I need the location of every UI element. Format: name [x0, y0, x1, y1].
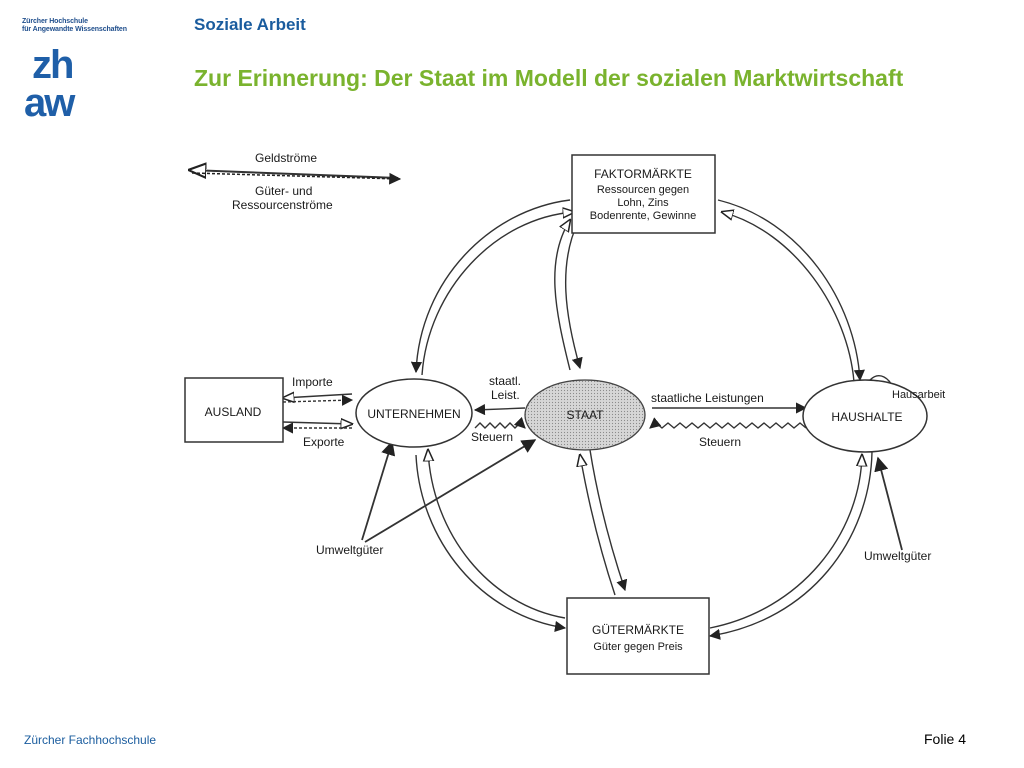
env-to-state [364, 439, 537, 543]
label-imports: Importe [292, 375, 333, 389]
foreign-trade-flows [282, 394, 354, 434]
label-housework: Hausarbeit [892, 389, 945, 401]
companies-title: UNTERNEHMEN [367, 407, 460, 421]
flow-imports-goods [283, 394, 353, 398]
node-goods-markets: GÜTERMÄRKTE Güter gegen Preis [566, 597, 710, 675]
flow-exports-goods [282, 422, 352, 424]
footer-institution: Zürcher Fachhochschule [24, 733, 157, 747]
arc-households-to-goods [708, 451, 873, 640]
label-state-services: staatliche Leistungen [651, 391, 764, 405]
legend-goods-line [190, 170, 399, 178]
label-exports: Exporte [303, 435, 345, 449]
flow-labels: Importe Exporte staatl. Leist. Steuern s… [292, 374, 945, 563]
factor-markets-line1: Ressourcen gegen [597, 184, 689, 196]
section-title: Soziale Arbeit [194, 15, 306, 34]
arc-goods-to-households [709, 455, 862, 629]
flow-taxes-households [649, 417, 807, 429]
env-to-households [874, 456, 903, 551]
flow-state-services-companies [473, 404, 526, 416]
factor-markets-line3: Bodenrente, Gewinne [590, 210, 696, 222]
foreign-title: AUSLAND [205, 405, 262, 419]
node-factor-markets: FAKTORMÄRKTE Ressourcen gegen Lohn, Zins… [571, 154, 716, 234]
node-households: HAUSHALTE [802, 379, 928, 453]
label-taxes-companies: Steuern [471, 430, 513, 444]
circular-flows [410, 199, 873, 640]
environment-flows [361, 375, 903, 551]
arc-companies-to-goods [415, 454, 567, 633]
legend-goods-label-1: Güter- und [255, 184, 312, 198]
households-title: HAUSHALTE [831, 410, 902, 424]
factor-markets-title: FAKTORMÄRKTE [594, 167, 692, 181]
circular-flow-diagram: Geldströme Güter- und Ressourcenströme [184, 151, 945, 675]
institution-line-1: Zürcher Hochschule [22, 18, 88, 25]
flow-state-to-goods [589, 449, 628, 592]
label-state-services-short-2: Leist. [491, 388, 520, 402]
arc-companies-to-factor [421, 212, 574, 376]
arc-factor-to-companies [410, 199, 571, 374]
zhaw-logo: zh aw [24, 43, 78, 122]
legend-money-label: Geldströme [255, 151, 317, 165]
slide-number: Folie 4 [924, 731, 967, 747]
institution-line-2: für Angewandte Wissenschaften [22, 26, 127, 33]
flow-imports-money [282, 394, 354, 406]
institution-name: Zürcher Hochschule für Angewandte Wissen… [22, 18, 142, 34]
label-env-goods-right: Umweltgüter [864, 549, 931, 563]
arc-factor-to-households [717, 199, 865, 382]
legend-goods-label-2: Ressourcenströme [232, 198, 333, 212]
arc-households-to-factor [722, 212, 855, 383]
slide-title: Zur Erinnerung: Der Staat im Modell der … [194, 65, 904, 91]
goods-markets-line1: Güter gegen Preis [593, 641, 683, 653]
label-env-goods-left: Umweltgüter [316, 543, 383, 557]
node-foreign: AUSLAND [184, 377, 284, 443]
flow-state-to-factor [554, 220, 570, 371]
flow-taxes-companies [474, 416, 526, 429]
goods-markets-title: GÜTERMÄRKTE [592, 623, 684, 637]
label-taxes-households: Steuern [699, 435, 741, 449]
flow-goods-to-state [580, 455, 616, 596]
logo-text-top: zh [32, 43, 72, 87]
state-title: STAAT [567, 408, 605, 422]
node-state: STAAT [524, 379, 646, 451]
label-state-services-short-1: staatl. [489, 374, 521, 388]
node-companies: UNTERNEHMEN [355, 378, 473, 448]
legend: Geldströme Güter- und Ressourcenströme [190, 151, 402, 212]
state-flows [473, 402, 808, 429]
factor-markets-line2: Lohn, Zins [617, 197, 669, 209]
logo-text-bottom: aw [24, 81, 76, 122]
flow-factor-to-state [564, 221, 583, 370]
env-to-companies [361, 440, 396, 541]
arc-goods-to-companies [428, 450, 566, 619]
